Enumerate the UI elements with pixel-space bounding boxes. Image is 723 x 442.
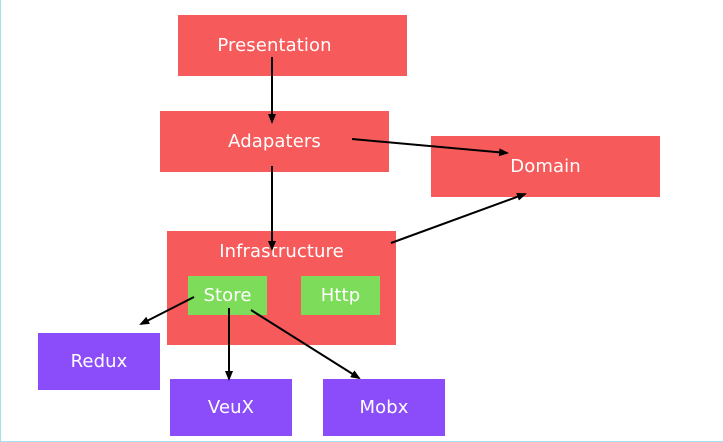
adapters-label: Adapaters bbox=[228, 131, 321, 152]
veux-label: VeuX bbox=[207, 397, 255, 418]
http-label: Http bbox=[320, 285, 361, 306]
infrastructure-label: Infrastructure bbox=[219, 241, 344, 262]
arrow-infrastructure-to-domain bbox=[390, 192, 527, 244]
mobx-label: Mobx bbox=[359, 397, 409, 418]
adapters-node: Adapaters bbox=[160, 111, 389, 172]
http-node: Http bbox=[301, 276, 380, 315]
redux-label: Redux bbox=[70, 351, 128, 372]
mobx-node: Mobx bbox=[323, 379, 445, 436]
presentation-label: Presentation bbox=[217, 35, 332, 56]
store-label: Store bbox=[203, 285, 252, 306]
veux-node: VeuX bbox=[170, 379, 292, 436]
presentation-node: Presentation bbox=[178, 15, 407, 76]
domain-node: Domain bbox=[431, 136, 660, 197]
store-node: Store bbox=[188, 276, 267, 315]
domain-label: Domain bbox=[510, 156, 581, 177]
redux-node: Redux bbox=[38, 333, 160, 390]
